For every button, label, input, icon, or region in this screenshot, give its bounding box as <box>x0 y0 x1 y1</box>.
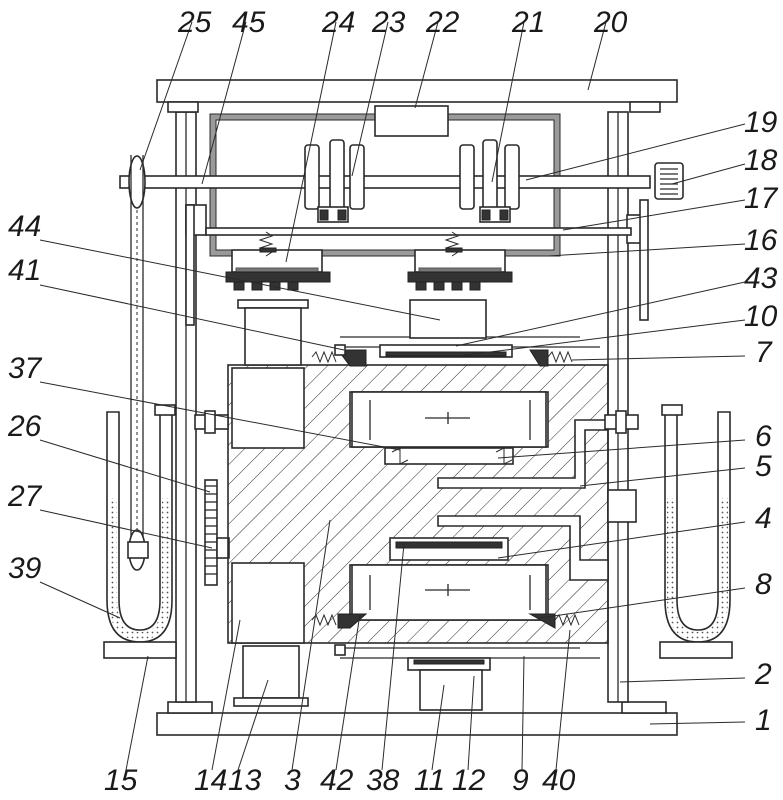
label-26: 26 <box>7 410 42 443</box>
label-16: 16 <box>744 224 778 257</box>
label-20: 20 <box>593 6 628 39</box>
bottom-fixture <box>233 644 600 711</box>
label-23: 23 <box>371 6 406 39</box>
label-7: 7 <box>755 336 773 369</box>
cam-assembly-right <box>459 139 520 223</box>
label-42: 42 <box>320 764 354 797</box>
u-tube-left <box>103 404 177 659</box>
label-39: 39 <box>8 552 42 585</box>
side-ports <box>194 410 639 523</box>
part-numbers: 25 45 24 23 22 21 20 19 18 17 16 43 10 7… <box>7 6 779 797</box>
chain-drive <box>127 155 149 571</box>
label-18: 18 <box>744 144 778 177</box>
lower-die <box>351 537 547 621</box>
label-9: 9 <box>512 764 529 797</box>
label-11: 11 <box>414 764 445 797</box>
label-43: 43 <box>744 262 778 295</box>
label-4: 4 <box>755 502 772 535</box>
label-13: 13 <box>228 764 262 797</box>
base-plate <box>156 712 678 736</box>
motor <box>654 162 684 200</box>
press-head-right <box>407 231 513 291</box>
label-10: 10 <box>744 300 778 333</box>
leader-lines <box>39 21 746 771</box>
label-5: 5 <box>755 450 772 483</box>
label-21: 21 <box>511 6 545 39</box>
u-tube-right <box>659 404 733 659</box>
label-27: 27 <box>7 480 43 513</box>
label-1: 1 <box>755 704 772 737</box>
label-3: 3 <box>284 764 301 797</box>
label-8: 8 <box>755 568 772 601</box>
label-44: 44 <box>8 210 41 243</box>
cam-assembly-left <box>304 139 365 223</box>
label-40: 40 <box>542 764 576 797</box>
label-6: 6 <box>755 420 772 453</box>
label-45: 45 <box>232 6 266 39</box>
label-38: 38 <box>366 764 400 797</box>
label-24: 24 <box>321 6 355 39</box>
label-37: 37 <box>8 352 43 385</box>
gear <box>204 479 230 586</box>
label-17: 17 <box>744 182 779 215</box>
label-2: 2 <box>754 658 772 691</box>
label-19: 19 <box>744 106 778 139</box>
label-14: 14 <box>194 764 227 797</box>
label-25: 25 <box>177 6 212 39</box>
top-fixture <box>237 299 600 366</box>
label-22: 22 <box>425 6 460 39</box>
press-head-left <box>225 231 331 291</box>
label-12: 12 <box>452 764 486 797</box>
label-41: 41 <box>8 254 41 287</box>
upper-die <box>351 391 547 465</box>
label-15: 15 <box>104 764 138 797</box>
